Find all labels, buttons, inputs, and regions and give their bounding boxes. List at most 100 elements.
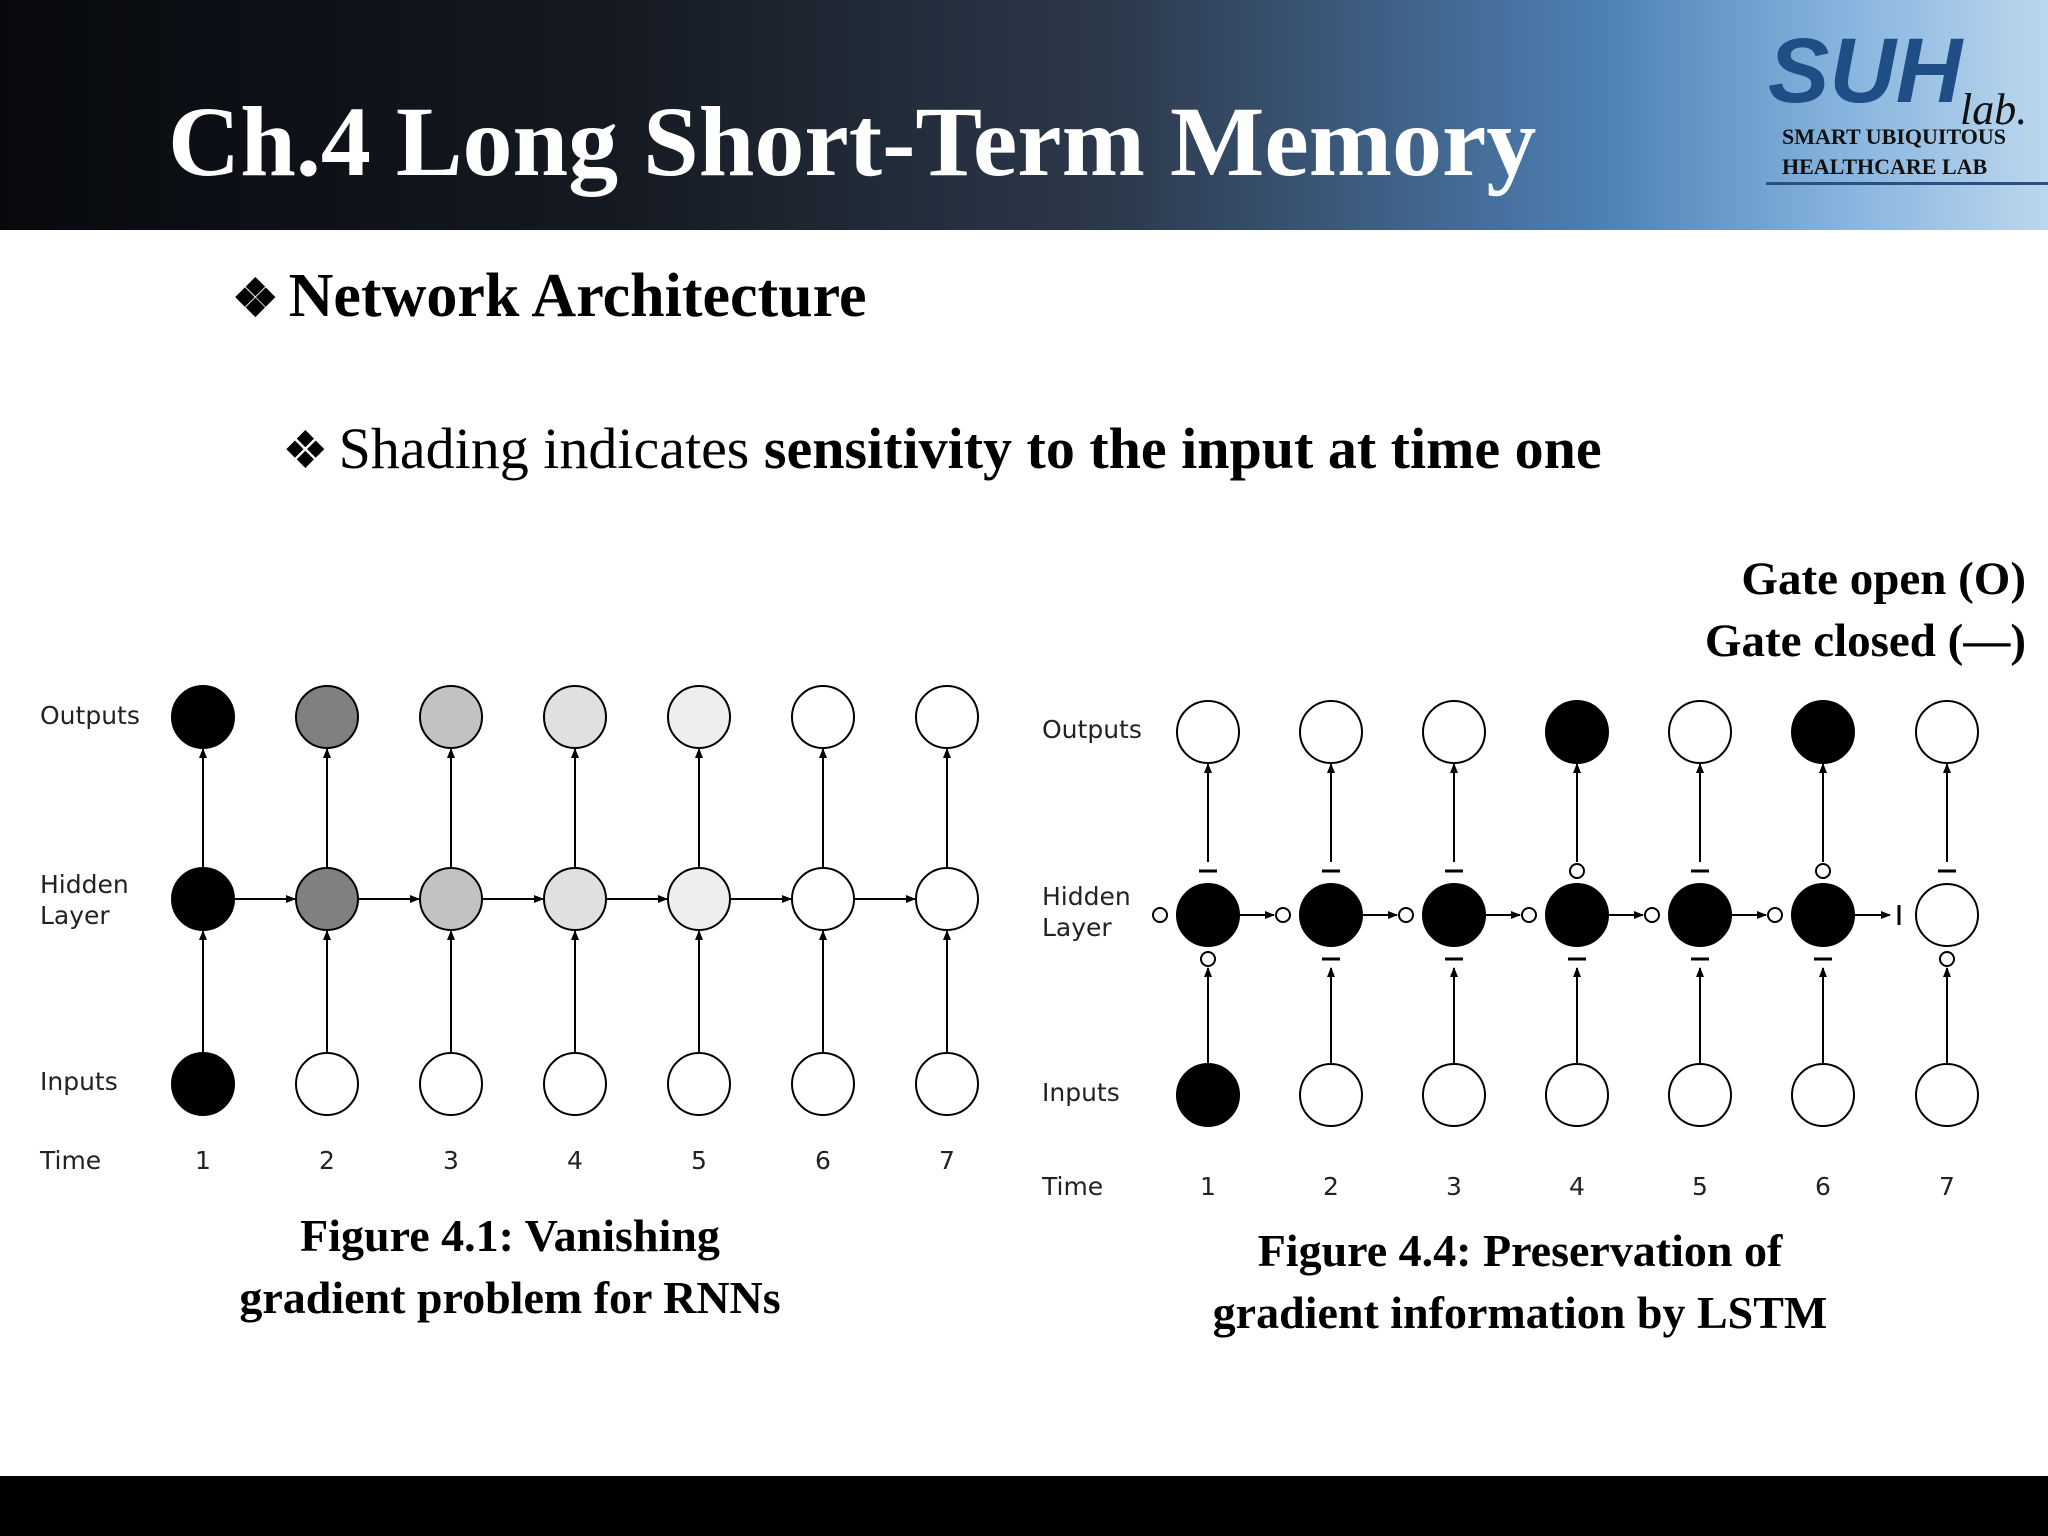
- input-node: [1545, 1063, 1609, 1127]
- hidden-node: [1668, 883, 1732, 947]
- gate-open-icon: [1939, 951, 1955, 967]
- output-node: [1915, 700, 1979, 764]
- output-node: [295, 685, 359, 749]
- caption-line: gradient problem for RNNs: [239, 1272, 781, 1323]
- input-node: [1668, 1063, 1732, 1127]
- gate-open-icon: [1152, 907, 1168, 923]
- output-node: [1545, 700, 1609, 764]
- caption-line: Figure 4.4: Preservation of: [1257, 1225, 1783, 1276]
- time-tick-label: 1: [1200, 1172, 1216, 1201]
- time-tick-label: 3: [443, 1146, 459, 1175]
- input-node: [1176, 1063, 1240, 1127]
- footer-bar: [0, 1476, 2048, 1536]
- time-tick-label: 7: [1939, 1172, 1955, 1201]
- gate-open-icon: [1767, 907, 1783, 923]
- time-tick-label: 6: [1815, 1172, 1831, 1201]
- input-node: [1915, 1063, 1979, 1127]
- output-node: [667, 685, 731, 749]
- time-label: Time: [1041, 1172, 1103, 1201]
- output-node: [1299, 700, 1363, 764]
- output-node: [791, 685, 855, 749]
- logo-underline: [1766, 182, 2048, 185]
- input-node: [791, 1052, 855, 1116]
- hidden-label-line2: Layer: [40, 901, 110, 930]
- output-node: [543, 685, 607, 749]
- hidden-node: [419, 867, 483, 931]
- gate-open-icon: [1644, 907, 1660, 923]
- hidden-node: [791, 867, 855, 931]
- hidden-node: [1422, 883, 1486, 947]
- time-tick-label: 3: [1446, 1172, 1462, 1201]
- hidden-node: [1545, 883, 1609, 947]
- gate-legend: Gate open (O) Gate closed (—): [1705, 548, 2026, 672]
- time-tick-label: 4: [1569, 1172, 1585, 1201]
- time-tick-label: 5: [1692, 1172, 1708, 1201]
- figure-4-1-caption: Figure 4.1: Vanishing gradient problem f…: [160, 1205, 860, 1329]
- time-label: Time: [39, 1146, 101, 1175]
- hidden-node: [1915, 883, 1979, 947]
- figure-4-4-caption: Figure 4.4: Preservation of gradient inf…: [1150, 1220, 1890, 1344]
- suh-lab-logo: SUH lab. SMART UBIQUITOUS HEALTHCARE LAB: [1768, 20, 2027, 179]
- bullet-point: ❖Shading indicates sensitivity to the in…: [282, 420, 1602, 478]
- input-node: [915, 1052, 979, 1116]
- lstm-gradient-preservation-diagram: Outputs Hidden Layer Inputs Time 1 2 3 4 5 6 7: [1041, 700, 1979, 1201]
- hidden-node: [171, 867, 235, 931]
- logo-sub: lab.: [1960, 85, 2027, 134]
- caption-line: gradient information by LSTM: [1212, 1287, 1828, 1338]
- input-node: [295, 1052, 359, 1116]
- logo-mark: SUH: [1768, 20, 1965, 122]
- time-tick-label: 4: [567, 1146, 583, 1175]
- time-tick-label: 2: [319, 1146, 335, 1175]
- hidden-label-line1: Hidden: [1042, 882, 1131, 911]
- outputs-label: Outputs: [40, 701, 140, 730]
- input-node: [543, 1052, 607, 1116]
- gate-open-icon: [1275, 907, 1291, 923]
- hidden-node: [667, 867, 731, 931]
- gate-open-icon: [1398, 907, 1414, 923]
- hidden-node: [915, 867, 979, 931]
- output-node: [171, 685, 235, 749]
- time-tick-label: 7: [939, 1146, 955, 1175]
- section-heading: ❖Network Architecture: [232, 265, 867, 327]
- output-node: [1791, 700, 1855, 764]
- hidden-node: [543, 867, 607, 931]
- bullet-text-plain: Shading indicates: [338, 416, 764, 481]
- gate-open-icon: [1815, 863, 1831, 879]
- output-node: [1422, 700, 1486, 764]
- time-tick-label: 2: [1323, 1172, 1339, 1201]
- input-node: [1422, 1063, 1486, 1127]
- caption-line: Figure 4.1: Vanishing: [300, 1210, 720, 1261]
- logo-line1: SMART UBIQUITOUS: [1782, 124, 2006, 149]
- logo-line2: HEALTHCARE LAB: [1782, 154, 1988, 179]
- section-heading-text: Network Architecture: [288, 262, 867, 330]
- hidden-label-line2: Layer: [1042, 913, 1112, 942]
- inputs-label: Inputs: [40, 1067, 118, 1096]
- legend-gate-closed: Gate closed (—): [1704, 615, 2026, 667]
- inputs-label: Inputs: [1042, 1078, 1120, 1107]
- hidden-node: [1299, 883, 1363, 947]
- output-node: [1668, 700, 1732, 764]
- hidden-node: [1176, 883, 1240, 947]
- time-tick-label: 1: [195, 1146, 211, 1175]
- output-node: [915, 685, 979, 749]
- gate-open-icon: [1200, 951, 1216, 967]
- bullet-text-bold: sensitivity to the input at time one: [763, 416, 1602, 481]
- legend-gate-open: Gate open (O): [1741, 553, 2026, 605]
- hidden-node: [295, 867, 359, 931]
- time-tick-label: 5: [691, 1146, 707, 1175]
- input-node: [1791, 1063, 1855, 1127]
- title-bar: Ch.4 Long Short-Term Memory SUH lab. SMA…: [0, 0, 2048, 230]
- gate-open-icon: [1521, 907, 1537, 923]
- input-node: [419, 1052, 483, 1116]
- diamond-bullet-icon: ❖: [282, 423, 329, 480]
- gate-open-icon: [1569, 863, 1585, 879]
- input-node: [667, 1052, 731, 1116]
- outputs-label: Outputs: [1042, 715, 1142, 744]
- output-node: [1176, 700, 1240, 764]
- diamond-bullet-icon: ❖: [232, 271, 279, 328]
- output-node: [419, 685, 483, 749]
- slide-title: Ch.4 Long Short-Term Memory: [168, 86, 1537, 197]
- time-tick-label: 6: [815, 1146, 831, 1175]
- input-node: [171, 1052, 235, 1116]
